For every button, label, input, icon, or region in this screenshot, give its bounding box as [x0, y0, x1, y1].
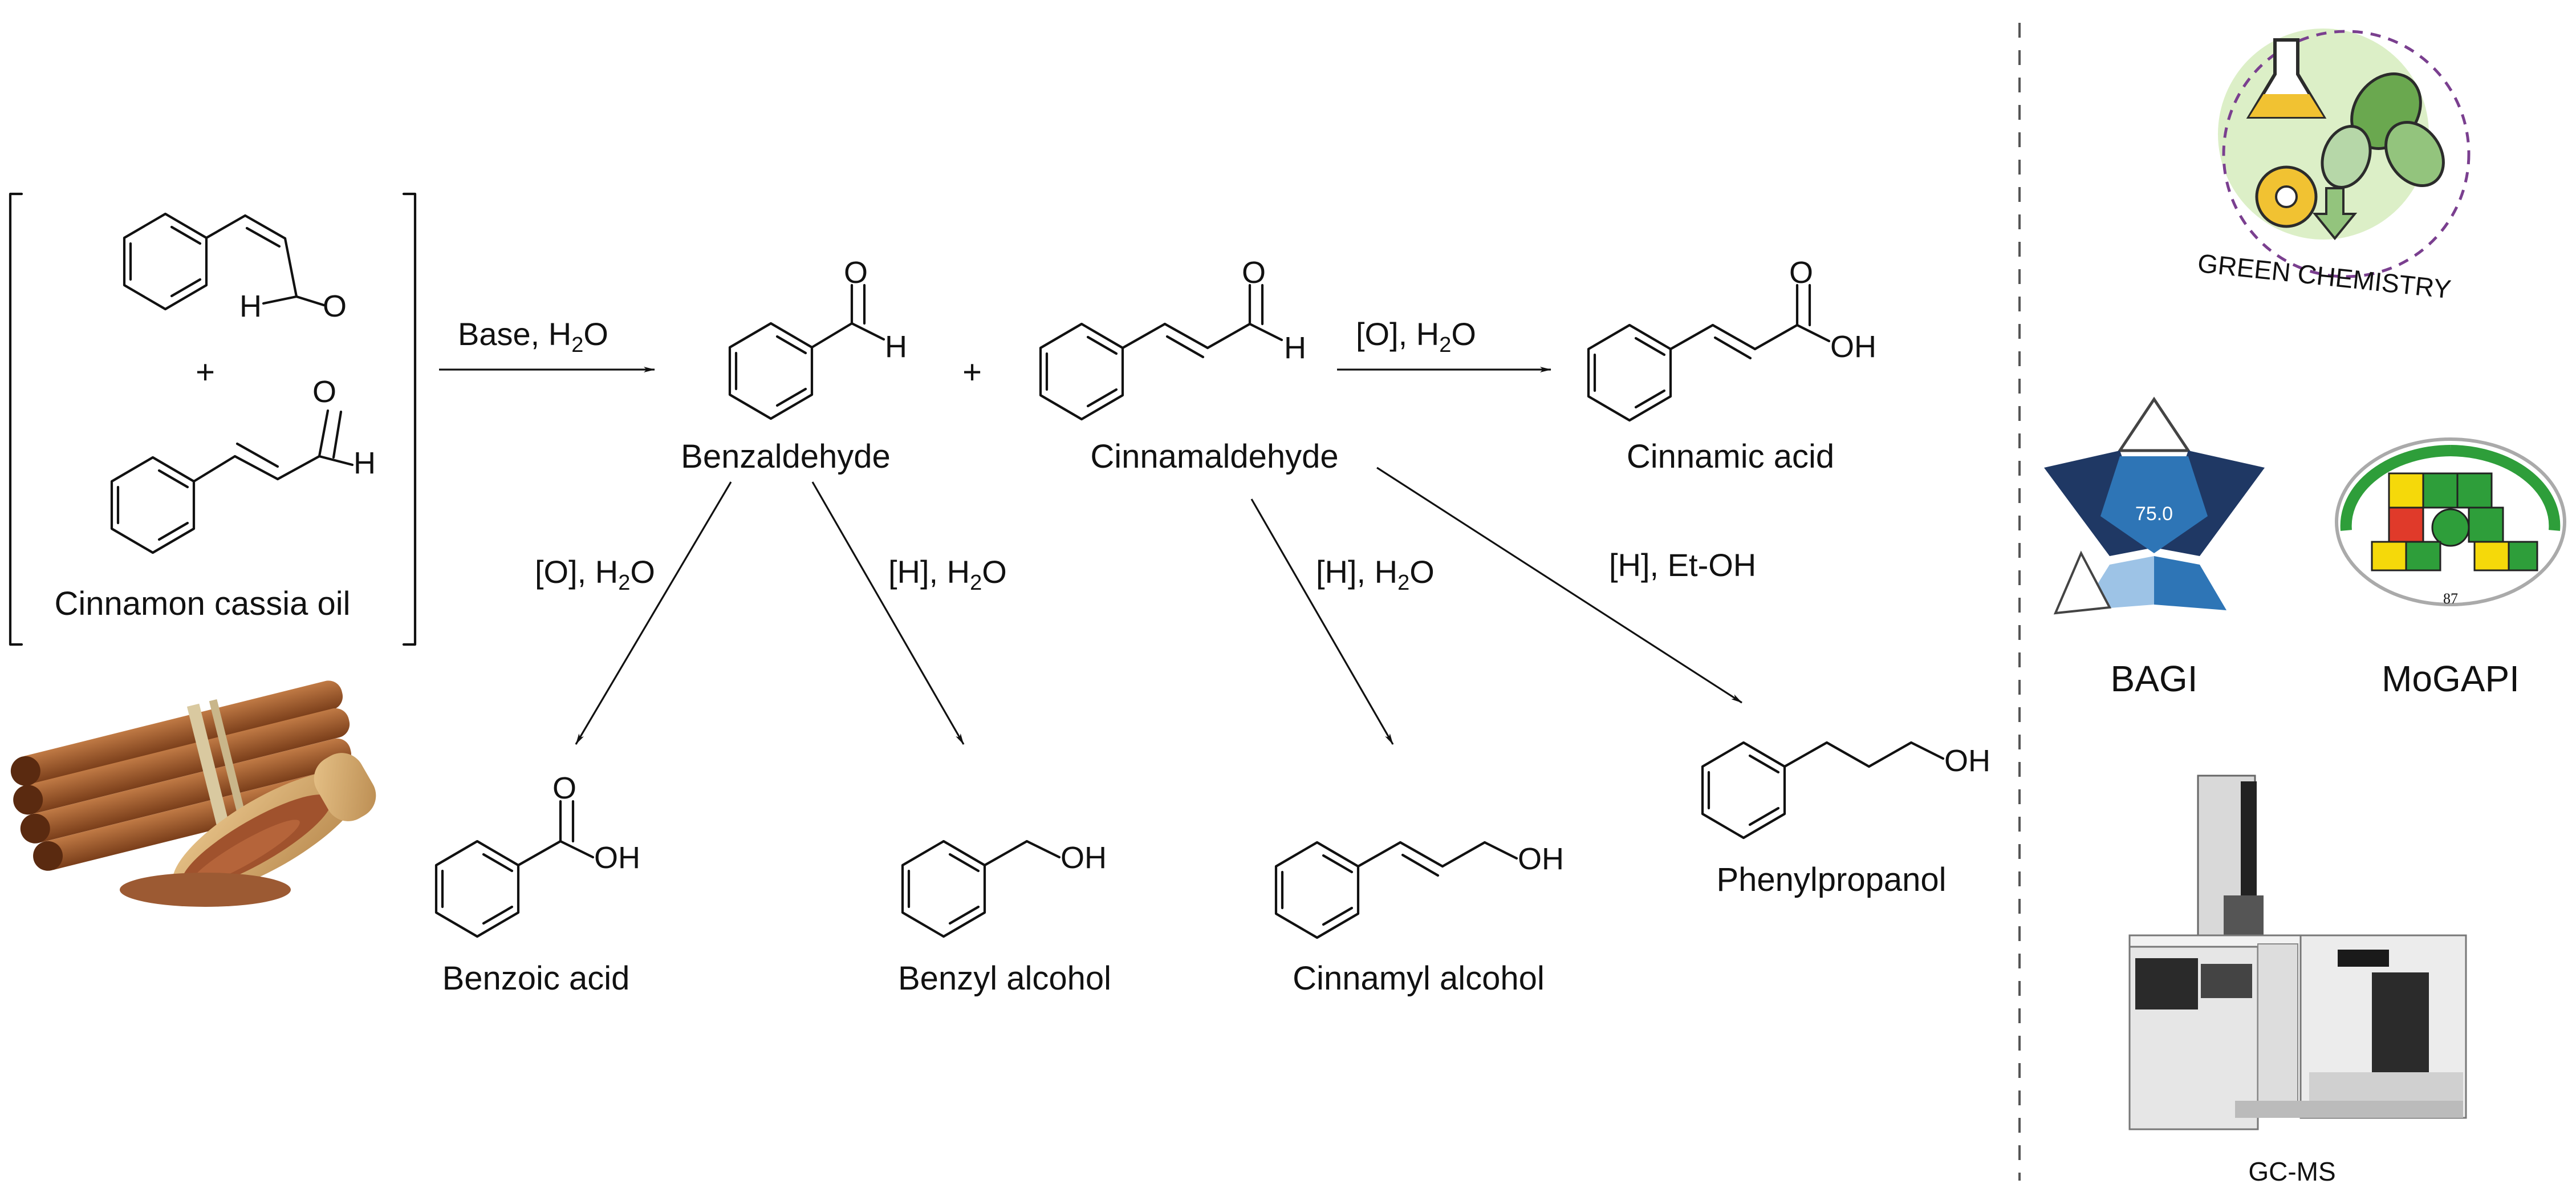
- atom-o: O: [844, 256, 868, 290]
- trans-cinnamaldehyde-structure: O H: [110, 375, 376, 554]
- atom-oh: OH: [1518, 842, 1564, 876]
- atom-h: H: [885, 330, 907, 364]
- atom-oh: OH: [1830, 330, 1876, 364]
- cinnamic-acid-label: Cinnamic acid: [1627, 438, 1834, 475]
- cinnamic-acid-structure: O OH: [1587, 256, 1876, 422]
- atom-o: O: [552, 771, 576, 805]
- bagi-pictogram: 75.0 BAGI: [2044, 396, 2265, 699]
- bagi-score: 75.0: [2135, 503, 2173, 525]
- condition-reduction: [H], H2O: [1316, 554, 1435, 595]
- leaf-icon: [2321, 125, 2372, 189]
- atom-o: O: [1242, 256, 1266, 290]
- atom-o: O: [323, 289, 347, 323]
- cinnamaldehyde-label: Cinnamaldehyde: [1090, 438, 1338, 475]
- condition-reduction: [H], H2O: [888, 554, 1007, 595]
- atom-oh: OH: [594, 841, 640, 875]
- reduction-arrow-phenylpropanol: [H], Et-OH: [1376, 467, 1756, 704]
- atom-o: O: [1789, 256, 1813, 290]
- phenylpropanol-label: Phenylpropanol: [1716, 861, 1946, 898]
- down-arrow-icon: [2312, 187, 2358, 241]
- green-chemistry-icon: GREEN CHEMISTRY: [2196, 29, 2471, 304]
- leaf-icon: [2384, 120, 2445, 188]
- condition-ethanol: [H], Et-OH: [1609, 547, 1756, 583]
- product-plus: +: [962, 354, 982, 391]
- atom-o: O: [312, 375, 336, 409]
- mixture-bracket: [9, 192, 417, 646]
- mogapi-label: MoGAPI: [2382, 658, 2520, 699]
- cinnamaldehyde-structure: O H: [1039, 256, 1306, 421]
- condition-oxidation: [O], H2O: [1356, 316, 1476, 357]
- benzoic-acid-structure: O OH: [434, 771, 640, 938]
- reduction-arrow-cinnamyl: [H], H2O: [1250, 498, 1435, 745]
- atom-h: H: [354, 446, 376, 480]
- mogapi-score: 87: [2443, 590, 2458, 607]
- gcms-instrument-illustration: GC-MS: [2128, 775, 2467, 1186]
- benzyl-alcohol-structure: OH: [901, 840, 1107, 938]
- benzyl-alcohol-label: Benzyl alcohol: [898, 960, 1111, 997]
- cis-cinnamaldehyde-structure: H O: [123, 212, 347, 323]
- condition-base: Base, H2O: [458, 316, 608, 357]
- atom-oh: OH: [1944, 744, 1990, 778]
- benzaldehyde-label: Benzaldehyde: [681, 438, 891, 475]
- green-chemistry-label: GREEN CHEMISTRY: [2196, 248, 2452, 304]
- benzaldehyde-structure: O H: [728, 256, 907, 420]
- phenylpropanol-structure: OH: [1701, 741, 1990, 840]
- atom-h: H: [1284, 331, 1306, 365]
- cinnamyl-alcohol-structure: OH: [1274, 841, 1564, 939]
- condition-oxidation: [O], H2O: [535, 554, 655, 595]
- cinnamyl-alcohol-label: Cinnamyl alcohol: [1293, 960, 1545, 997]
- oxidation-arrow-benzoic: [O], H2O: [535, 481, 732, 745]
- reduction-arrow-benzyl: [H], H2O: [811, 481, 1007, 745]
- benzoic-acid-label: Benzoic acid: [442, 960, 630, 997]
- mogapi-pictogram: 87 MoGAPI: [2335, 437, 2566, 699]
- atom-h: H: [239, 289, 262, 323]
- gcms-label: GC-MS: [2248, 1157, 2335, 1186]
- mixture-label: Cinnamon cassia oil: [54, 585, 350, 622]
- cinnamon-sticks-illustration: [10, 680, 376, 907]
- atom-oh: OH: [1061, 841, 1107, 875]
- mixture-plus: +: [196, 354, 215, 391]
- retro-aldol-arrow: Base, H2O: [439, 316, 655, 372]
- oxidation-arrow-cinnamic: [O], H2O: [1337, 316, 1551, 372]
- bagi-label: BAGI: [2111, 658, 2198, 699]
